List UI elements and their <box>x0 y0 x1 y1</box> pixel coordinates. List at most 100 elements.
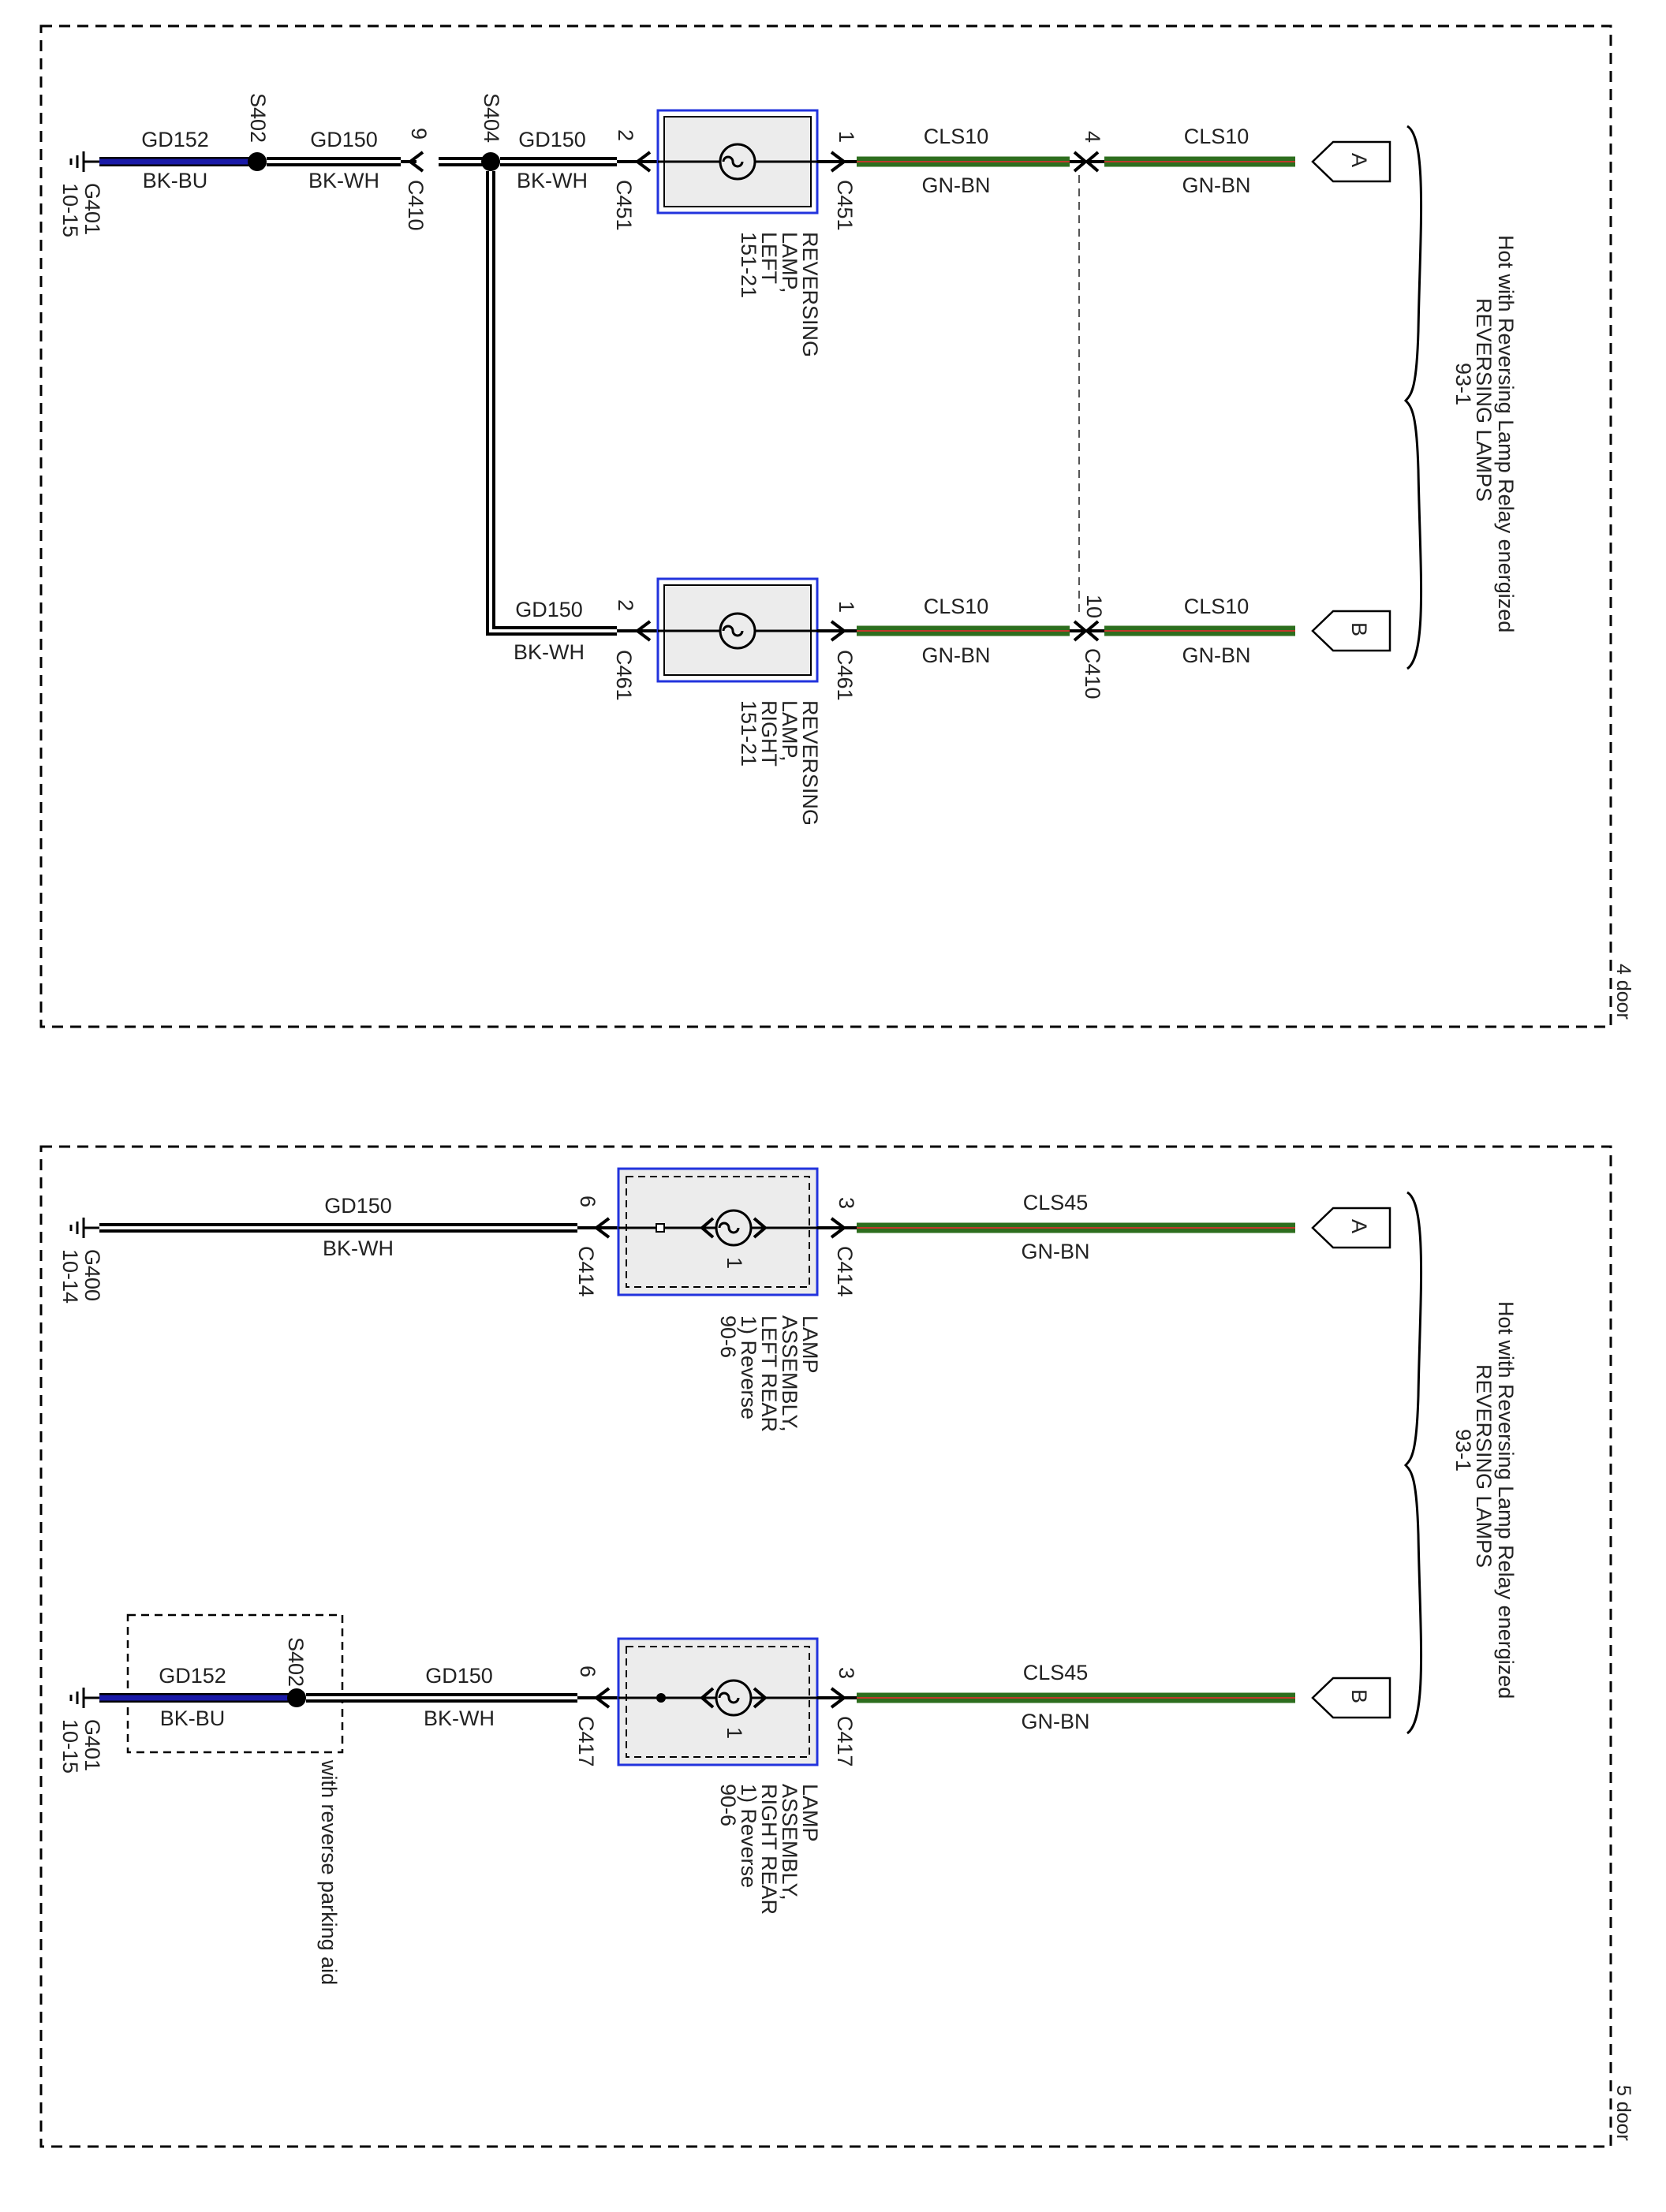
lamp-right-pin-out: 1 <box>835 601 858 613</box>
panel-5-door-border <box>39 1145 1612 2148</box>
svg-text:LAMP: LAMP <box>798 1315 822 1374</box>
flag-b-label: B <box>1347 1689 1371 1703</box>
lamp-left-pin-out: 1 <box>835 131 858 143</box>
connector-c410-pin9-name: C410 <box>404 180 428 231</box>
flag-a-label: A <box>1347 153 1371 167</box>
splice-s402-label: S402 <box>246 93 270 143</box>
wire-gd150-c-circuit: GD150 <box>515 598 583 621</box>
flag-b-label: B <box>1347 622 1371 636</box>
wire-cls45-1-circuit: CLS45 <box>1023 1191 1089 1214</box>
panel-5-door: 5 door G400 10-14 GD150 BK-WH 6 C414 <box>39 1145 1634 2148</box>
bulb-icon <box>719 612 756 650</box>
bulb-icon <box>715 1209 753 1247</box>
lamp-assy-left-pin-in: 6 <box>576 1196 600 1207</box>
svg-text:ASSEMBLY,: ASSEMBLY, <box>778 1315 801 1432</box>
wire-gd150-a-circuit: GD150 <box>310 128 378 151</box>
svg-text:151-21: 151-21 <box>737 700 760 767</box>
lamp-assy-right-conn-out: C417 <box>833 1716 857 1767</box>
wire-gd150-vertical <box>486 171 617 636</box>
lamp-right-conn-in: C461 <box>612 650 636 701</box>
lamp-left-conn-in: C451 <box>612 180 636 231</box>
ground-g400-ref: 10-14 <box>58 1249 82 1304</box>
power-brace <box>1403 125 1423 670</box>
bulb-icon <box>719 143 756 181</box>
wire-gd152-circuit: GD152 <box>141 128 209 151</box>
splice-s402 <box>287 1688 306 1707</box>
wire-gd150-left-color: BK-WH <box>323 1237 394 1260</box>
svg-text:LEFT REAR: LEFT REAR <box>757 1315 781 1432</box>
lamp-assy-left-pin-out: 3 <box>835 1197 858 1209</box>
lamp-assy-left-bulb-arrow-out <box>753 1217 768 1239</box>
wire-cls10-3-color: GN-BN <box>922 643 991 667</box>
lamp-assy-left-label: LAMP ASSEMBLY, LEFT REAR 1) Reverse 90-6 <box>716 1315 822 1432</box>
wire-cls10-4-circuit: CLS10 <box>1184 595 1250 618</box>
lamp-right-label: REVERSING LAMP, RIGHT 151-21 <box>737 700 822 826</box>
panel-4-door-variant-label: 4 door <box>1612 964 1634 1020</box>
svg-text:ASSEMBLY,: ASSEMBLY, <box>778 1784 801 1901</box>
svg-text:LAMP: LAMP <box>798 1784 822 1842</box>
connector-c410-pin4-pin: 4 <box>1081 131 1104 143</box>
wire-cls10-3-circuit: CLS10 <box>924 595 989 618</box>
svg-text:REVERSING LAMPS: REVERSING LAMPS <box>1472 298 1496 502</box>
panel-4-door-border <box>39 24 1612 1028</box>
svg-text:93-1: 93-1 <box>1451 1429 1475 1472</box>
svg-text:REVERSING: REVERSING <box>798 232 822 357</box>
splice-s404 <box>481 152 500 171</box>
splice-s402-label: S402 <box>284 1637 308 1687</box>
bulb-icon <box>715 1679 753 1717</box>
power-source-label: Hot with Reversing Lamp Relay energized … <box>1451 235 1518 632</box>
lamp-assy-left-conn-out: C414 <box>833 1246 857 1297</box>
panel-4-door: 4 door G401 10-15 GD152 BK-BU S402 GD150… <box>39 24 1634 1028</box>
wire-gd150-right-circuit: GD150 <box>425 1664 493 1688</box>
lamp-assy-left-node <box>656 1223 665 1233</box>
lamp-assy-right-bulb-arrow-out <box>753 1687 768 1709</box>
wire-gd150-a-color: BK-WH <box>308 169 379 192</box>
svg-text:1) Reverse: 1) Reverse <box>737 1315 760 1419</box>
svg-text:Hot with Reversing Lamp Relay: Hot with Reversing Lamp Relay energized <box>1494 1301 1518 1699</box>
lamp-assy-right-pin-out: 3 <box>835 1667 858 1679</box>
svg-text:151-21: 151-21 <box>737 232 760 298</box>
wire-gd150-b-color: BK-WH <box>517 169 588 192</box>
splice-s402 <box>248 152 267 171</box>
svg-text:LAMP,: LAMP, <box>778 700 801 762</box>
power-brace <box>1403 1191 1423 1735</box>
wire-cls45-2-circuit: CLS45 <box>1023 1661 1089 1684</box>
wire-gd152-color: BK-BU <box>143 169 208 192</box>
connector-c410-pin10-pin: 10 <box>1082 595 1106 618</box>
panel-5-door-variant-label: 5 door <box>1612 2085 1634 2141</box>
connector-c410-pin10-name: C410 <box>1081 648 1104 699</box>
wire-cls45-1-color: GN-BN <box>1022 1240 1090 1263</box>
lamp-assy-left-bulb-num: 1 <box>723 1257 746 1269</box>
svg-text:90-6: 90-6 <box>716 1315 740 1358</box>
svg-text:93-1: 93-1 <box>1451 363 1475 405</box>
flag-a <box>1311 1207 1391 1249</box>
ground-g401-symbol <box>69 1688 99 1708</box>
lamp-right-pin-in: 2 <box>614 599 637 611</box>
wire-cls10-1-color: GN-BN <box>922 173 991 197</box>
flag-b <box>1311 610 1391 652</box>
flag-a-label: A <box>1347 1219 1371 1233</box>
option-note: with reverse parking aid <box>317 1759 341 1985</box>
lamp-assy-left-conn-in: C414 <box>574 1246 598 1297</box>
wire-gd150-b-circuit: GD150 <box>518 128 586 151</box>
option-box-reverse-parking-aid <box>126 1613 344 1754</box>
wire-gd150-right-color: BK-WH <box>424 1707 495 1730</box>
lamp-assy-right-bulb-num: 1 <box>723 1727 746 1739</box>
lamp-assy-right-inner <box>626 1646 810 1758</box>
lamp-assy-right-conn-in: C417 <box>574 1716 598 1767</box>
power-source-label: Hot with Reversing Lamp Relay energized … <box>1451 1301 1518 1699</box>
lamp-left-pin-in: 2 <box>614 129 637 141</box>
ground-g401-symbol <box>69 151 99 172</box>
wire-cls10-2-color: GN-BN <box>1182 173 1251 197</box>
ground-g401-ref: 10-15 <box>58 1719 82 1774</box>
ground-g400-id: G400 <box>80 1249 104 1301</box>
wire-cls10-4-color: GN-BN <box>1182 643 1251 667</box>
lamp-left-conn-out: C451 <box>833 180 857 231</box>
svg-text:LAMP,: LAMP, <box>778 232 801 293</box>
svg-text:Hot with Reversing Lamp Relay: Hot with Reversing Lamp Relay energized <box>1494 235 1518 632</box>
lamp-assy-left-inner <box>626 1176 810 1288</box>
ground-g401-id: G401 <box>80 183 104 235</box>
svg-text:RIGHT REAR: RIGHT REAR <box>757 1784 781 1915</box>
svg-text:LEFT: LEFT <box>757 232 781 284</box>
